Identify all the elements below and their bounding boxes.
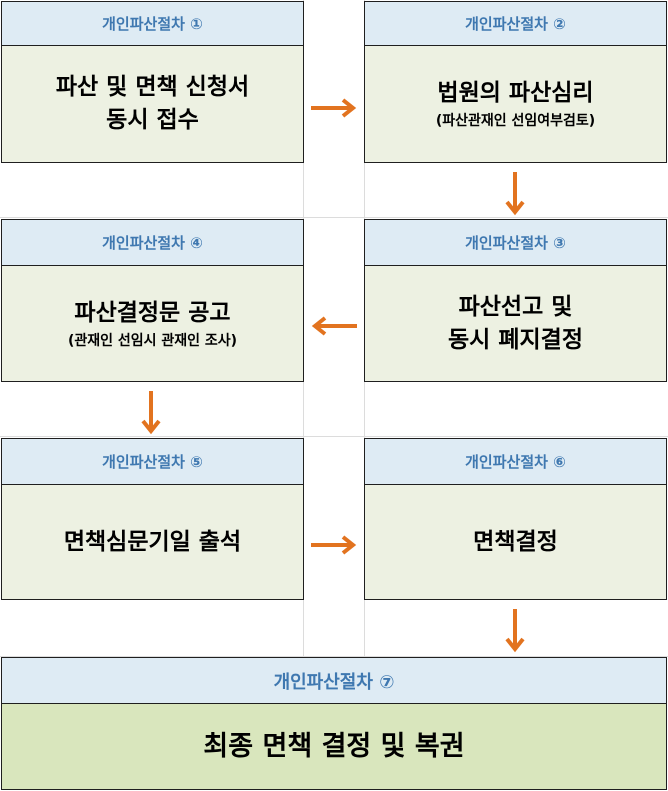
step-4-box: 파산결정문 공고 (관재인 선임시 관재인 조사): [1, 265, 304, 382]
step-6-box: 면책결정: [364, 484, 667, 600]
step-4-header: 개인파산절차 ④: [1, 219, 304, 266]
step-2-header: 개인파산절차 ②: [364, 1, 667, 46]
step-6-header: 개인파산절차 ⑥: [364, 438, 667, 485]
step-2-title: 법원의 파산심리: [437, 80, 594, 106]
arrow-right-5-to-6: [311, 535, 357, 555]
step-6-title: 면책결정: [473, 528, 558, 555]
step-3-box: 파산선고 및 동시 폐지결정: [364, 265, 667, 382]
step-1-header: 개인파산절차 ①: [1, 1, 304, 46]
step-5-box: 면책심문기일 출석: [1, 484, 304, 600]
step-7-box: 최종 면책 결정 및 복권: [1, 703, 667, 790]
arrow-right-1-to-2: [311, 98, 357, 118]
arrow-down-2-to-3: [505, 172, 525, 216]
arrow-down-4-to-5: [141, 391, 161, 435]
step-3-header: 개인파산절차 ③: [364, 219, 667, 266]
arrow-left-3-to-4: [311, 316, 357, 336]
step-1-box: 파산 및 면책 신청서 동시 접수: [1, 45, 304, 163]
step-2-subtitle: (파산관재인 선임여부검토): [435, 113, 596, 129]
step-4-subtitle: (관재인 선임시 관재인 조사): [67, 332, 238, 349]
arrow-down-6-to-7: [505, 609, 525, 653]
step-1-title: 파산 및 면책 신청서 동시 접수: [55, 74, 250, 133]
step-5-title: 면책심문기일 출석: [63, 528, 242, 555]
step-7-header: 개인파산절차 ⑦: [1, 657, 667, 704]
step-4-title: 파산결정문 공고: [74, 299, 231, 326]
step-3-title: 파산선고 및 동시 폐지결정: [448, 293, 583, 353]
step-5-header: 개인파산절차 ⑤: [1, 438, 304, 485]
step-7-title: 최종 면책 결정 및 복권: [203, 731, 465, 762]
step-2-box: 법원의 파산심리 (파산관재인 선임여부검토): [364, 45, 667, 163]
